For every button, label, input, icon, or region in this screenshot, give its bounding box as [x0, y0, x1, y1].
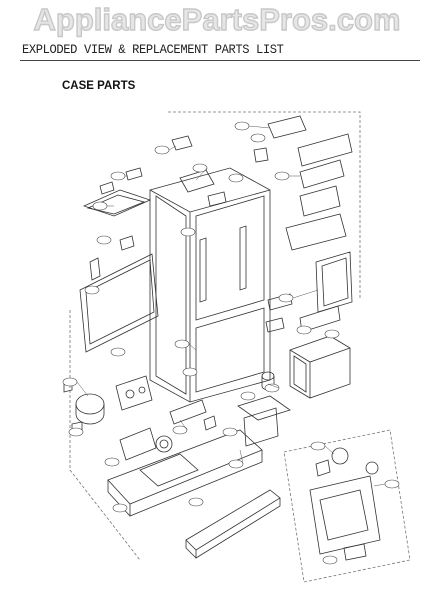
title-underline — [20, 60, 420, 61]
top-dashed-boundary — [168, 111, 361, 300]
control-panel-cover — [253, 115, 353, 251]
lower-cover — [185, 489, 281, 559]
compressor-assembly — [63, 375, 153, 433]
refrigerator-cabinet — [149, 167, 271, 403]
dispenser-assembly — [283, 429, 411, 583]
left-side-panel — [79, 235, 159, 353]
page-title: EXPLODED VIEW & REPLACEMENT PARTS LIST — [22, 42, 284, 57]
base-plate — [107, 427, 263, 517]
top-cap-part — [125, 135, 227, 207]
part-callouts — [62, 121, 400, 565]
watermark-logo: AppliancePartsPros.com — [33, 1, 401, 37]
leader-lines — [76, 125, 386, 487]
section-title: CASE PARTS — [62, 80, 136, 92]
evaporator-cover — [289, 335, 351, 399]
ice-maker-assembly — [265, 251, 353, 333]
glass-shelf — [82, 181, 152, 217]
left-dashed-boundary — [69, 310, 141, 561]
